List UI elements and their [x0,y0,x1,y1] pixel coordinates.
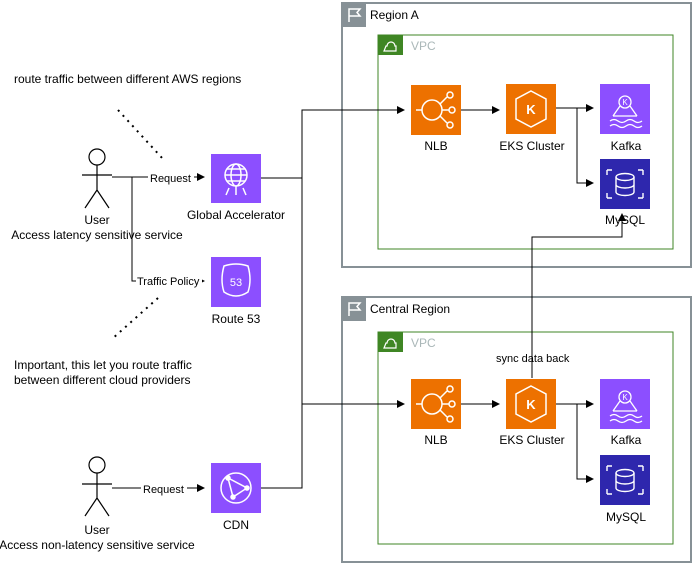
route53-badge: 53 [230,277,242,289]
vpc-icon [378,35,403,55]
edge-labels: Request Traffic Policy Request sync data… [136,171,570,496]
user-icon [88,456,106,474]
mysql-central-node[interactable] [600,455,650,505]
vpc-a-label: VPC [411,39,436,53]
note-cloud-providers-line2: between different cloud providers [14,373,191,387]
vpc-icon [378,332,403,352]
region-a-boundary [341,2,692,268]
nlb-central-label: NLB [424,433,447,447]
eks-a-node[interactable]: K [506,84,556,134]
cdn-label: CDN [223,518,249,532]
edge-label-traffic-policy: Traffic Policy [137,276,200,288]
nlb-icon [416,385,456,423]
central-region-boundary [341,296,692,563]
mysql-a-node[interactable] [600,159,650,209]
user-top-caption: Access latency sensitive service [11,228,183,242]
msk-icon: K [609,390,643,424]
region-a-label: Region A [370,8,419,22]
edge-sync-back [531,213,626,378]
vpc-central-boundary [377,331,674,545]
central-region-group: Central Region VPC [341,296,692,563]
cloudfront-icon [220,472,252,504]
central-region-label: Central Region [370,302,450,316]
note-aws-regions: route traffic between different AWS regi… [14,72,241,86]
kafka-a-label: Kafka [611,139,642,153]
route53-node[interactable]: 53 [211,257,261,307]
nlb-a-node[interactable] [411,85,461,135]
eks-glyph: K [526,102,536,117]
msk-glyph: K [622,393,628,402]
user-bottom-label: User [84,523,109,537]
rds-icon [606,169,644,199]
kafka-a-node[interactable]: K [600,84,650,134]
eks-icon: K [515,385,547,423]
user-bottom-caption: Access non-latency sensitive service [0,538,195,552]
edge-label-sync: sync data back [496,353,570,365]
rds-icon [606,465,644,495]
note-dotted-line [111,297,159,340]
user-top [82,148,112,209]
nlb-icon [416,91,456,129]
global-accelerator-icon [224,163,248,196]
eks-icon: K [515,90,547,128]
mysql-a-label: MySQL [605,213,645,227]
eks-a-label: EKS Cluster [499,139,564,153]
eks-central-node[interactable]: K [506,379,556,429]
route53-label: Route 53 [212,312,261,326]
edge-cdn-to-nlb-central [261,400,405,489]
vpc-a-boundary [377,34,674,250]
note-dotted-line [117,109,164,160]
eks-central-label: EKS Cluster [499,433,564,447]
eks-glyph: K [526,397,536,412]
cdn-node[interactable] [211,463,261,513]
edge-eks-to-mysql-central [555,403,594,483]
edge-label-request-top: Request [150,173,191,185]
vpc-central-label: VPC [411,336,436,350]
msk-glyph: K [622,98,628,107]
msk-icon: K [609,95,643,129]
global-accelerator-node[interactable] [211,154,261,203]
note-cloud-providers-line1: Important, this let you route traffic [14,358,192,372]
region-a-group: Region A VPC [341,2,692,268]
global-accelerator-label: Global Accelerator [187,208,285,222]
nlb-central-node[interactable] [411,379,461,429]
user-icon [88,148,106,166]
nlb-a-label: NLB [424,139,447,153]
kafka-central-node[interactable]: K [600,379,650,429]
route53-icon: 53 [221,263,251,297]
mysql-central-label: MySQL [606,510,646,524]
edge-eks-to-mysql-a [555,107,594,187]
edge-label-request-bottom: Request [143,484,184,496]
user-bottom [82,456,112,517]
user-top-label: User [84,213,109,227]
edge-ga-to-nlb-a [261,106,405,179]
kafka-central-label: Kafka [611,433,642,447]
